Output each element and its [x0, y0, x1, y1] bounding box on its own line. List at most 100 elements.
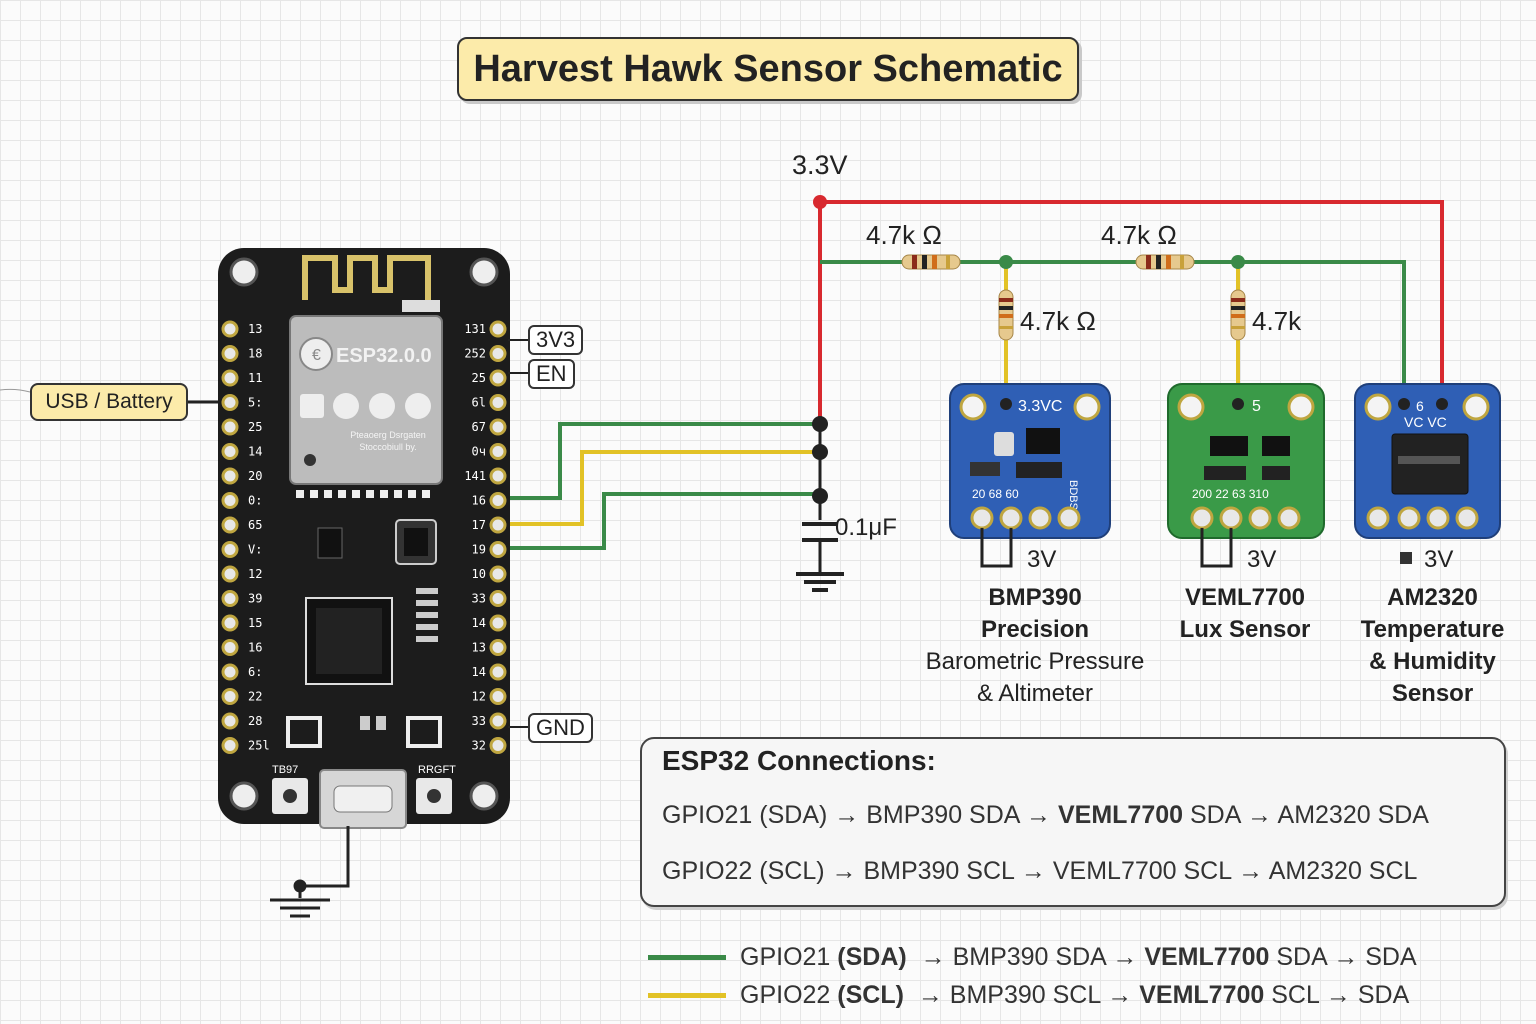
legend-scl-pre: GPIO22	[740, 980, 831, 1009]
left-pin-label: 25l	[248, 739, 270, 753]
veml7700-power-label: 3V	[1247, 546, 1277, 573]
right-pin-label: 14	[472, 616, 486, 630]
right-pin-label: 252	[464, 347, 486, 361]
left-pin-label: 18	[248, 347, 262, 361]
scl-wire-esp	[510, 450, 818, 526]
right-pin-hole	[489, 590, 507, 607]
left-pin-hole	[221, 737, 239, 754]
left-pin-hole	[221, 467, 239, 485]
veml7700-name-2: Lux Sensor	[1179, 616, 1311, 643]
legend-scl-mid: → BMP390 SCL →	[917, 980, 1133, 1009]
left-pin-label: 14	[248, 445, 262, 459]
right-pin-label: 0ч	[472, 445, 486, 459]
right-pin-hole	[489, 320, 507, 338]
veml7700-board: 5 200 22 63 310	[1167, 383, 1325, 568]
right-pin-label: 13	[472, 641, 486, 655]
right-pin-hole	[489, 369, 507, 387]
right-pin-hole	[489, 467, 507, 485]
sda-wire-esp	[510, 422, 818, 500]
legend-scl-swatch	[648, 992, 726, 998]
resistor-r2-label: 4.7k Ω	[1101, 220, 1177, 250]
left-pin-hole	[221, 688, 239, 705]
am2320-header-label: 6	[1416, 398, 1424, 414]
right-pin-label: 12	[472, 690, 486, 704]
right-pin-hole	[489, 492, 507, 509]
right-pin-label: 141	[464, 469, 486, 483]
button-right-label: RRGFT	[418, 764, 456, 776]
left-pin-label: 39	[248, 592, 262, 606]
left-pin-label: 20	[248, 469, 262, 483]
right-pin-label: 17	[472, 518, 486, 532]
right-pin-label: 19	[472, 543, 486, 557]
right-pin-hole	[489, 541, 507, 558]
sda-wire-esp-2	[510, 492, 818, 550]
connections-line-sda: GPIO21 (SDA) → BMP390 SDA → VEML7700 SDA…	[662, 801, 1429, 830]
veml7700-name: VEML7700	[1184, 584, 1306, 611]
chip-subtext-1: Pteaoerg Dsrgaten	[350, 430, 426, 440]
connections-line-scl: GPIO22 (SCL) → BMP390 SCL → VEML7700 SCL…	[662, 857, 1418, 885]
left-pin-label: 12	[248, 567, 262, 581]
right-pin-hole	[489, 565, 507, 583]
bmp390-desc-1: Barometric Pressure	[925, 648, 1145, 675]
left-pin-hole	[221, 516, 239, 534]
resistor-r1	[901, 254, 961, 270]
left-pin-label: 5:	[248, 396, 262, 410]
bmp390-name-2: Precision	[980, 616, 1090, 643]
legend-scl-bold2: VEML7700	[1139, 980, 1265, 1009]
left-pin-hole	[221, 320, 239, 338]
legend-sda-mid: → BMP390 SDA →	[920, 942, 1138, 971]
left-pin-label: 28	[248, 714, 262, 728]
right-pin-label: 32	[472, 739, 486, 753]
right-pin-hole	[489, 443, 507, 460]
esp-ground-symbol	[270, 879, 330, 918]
connections-title: ESP32 Connections:	[662, 745, 936, 776]
bmp390-power-label: 3V	[1027, 546, 1057, 573]
left-pin-hole	[221, 369, 239, 387]
right-pin-hole	[489, 663, 507, 681]
left-pin-hole	[221, 492, 239, 509]
antenna-trace	[302, 255, 431, 300]
usb-battery-tag: USB / Battery	[30, 383, 188, 421]
pullup-bus	[820, 260, 1406, 400]
legend-scl-post: SCL → SDA	[1271, 980, 1410, 1009]
left-pin-hole	[221, 394, 239, 411]
bmp390-pin-label: 20 68 60	[972, 487, 1019, 501]
left-pin-hole	[221, 443, 239, 460]
legend-sda: GPIO21 (SDA) → BMP390 SDA → VEML7700 SDA…	[648, 942, 1417, 972]
right-pin-label: 131	[464, 322, 486, 336]
usb-lead	[0, 388, 31, 393]
power-node	[813, 195, 827, 209]
legend-sda-bold2: VEML7700	[1144, 942, 1270, 971]
right-pin-label: 10	[472, 567, 486, 581]
connections-line-sda-a: GPIO21 (SDA) → BMP390 SDA →	[662, 801, 1052, 829]
resistor-r3-label: 4.7k Ω	[1020, 306, 1096, 336]
right-pin-hole	[489, 418, 507, 436]
bmp390-board: 3.3VC 20 68 60 BDBS	[949, 383, 1111, 568]
am2320-power-label: 3V	[1424, 546, 1454, 573]
power-rail	[818, 200, 1444, 424]
left-pin-label: 25	[248, 420, 262, 434]
right-pin-hole	[489, 737, 507, 754]
left-pin-hole	[221, 712, 239, 730]
connections-line-sda-c: SDA → AM2320 SDA	[1189, 801, 1429, 829]
veml7700-caption: VEML7700 Lux Sensor	[1160, 582, 1330, 646]
am2320-name: AM2320	[1387, 584, 1478, 611]
left-pin-hole	[221, 614, 239, 632]
right-pin-label: 67	[472, 420, 486, 434]
right-pin-hole	[489, 712, 507, 730]
left-pin-label: 13	[248, 322, 262, 336]
right-pin-label: 14	[472, 665, 486, 679]
tag-gnd: GND	[528, 713, 593, 743]
left-pin-label: 0:	[248, 494, 262, 508]
tag-3v3: 3V3	[528, 325, 584, 355]
capacitor-label: 0.1μF	[835, 514, 897, 541]
bmp390-side-label: BDBS	[1067, 480, 1079, 510]
chip-label: ESP32.0.0	[336, 345, 432, 367]
right-pin-label: 6l	[472, 396, 486, 410]
legend-sda-post: SDA → SDA	[1276, 942, 1417, 971]
bmp390-header-label: 3.3VC	[1018, 398, 1062, 415]
am2320-name-3: & Humidity	[1369, 648, 1496, 675]
